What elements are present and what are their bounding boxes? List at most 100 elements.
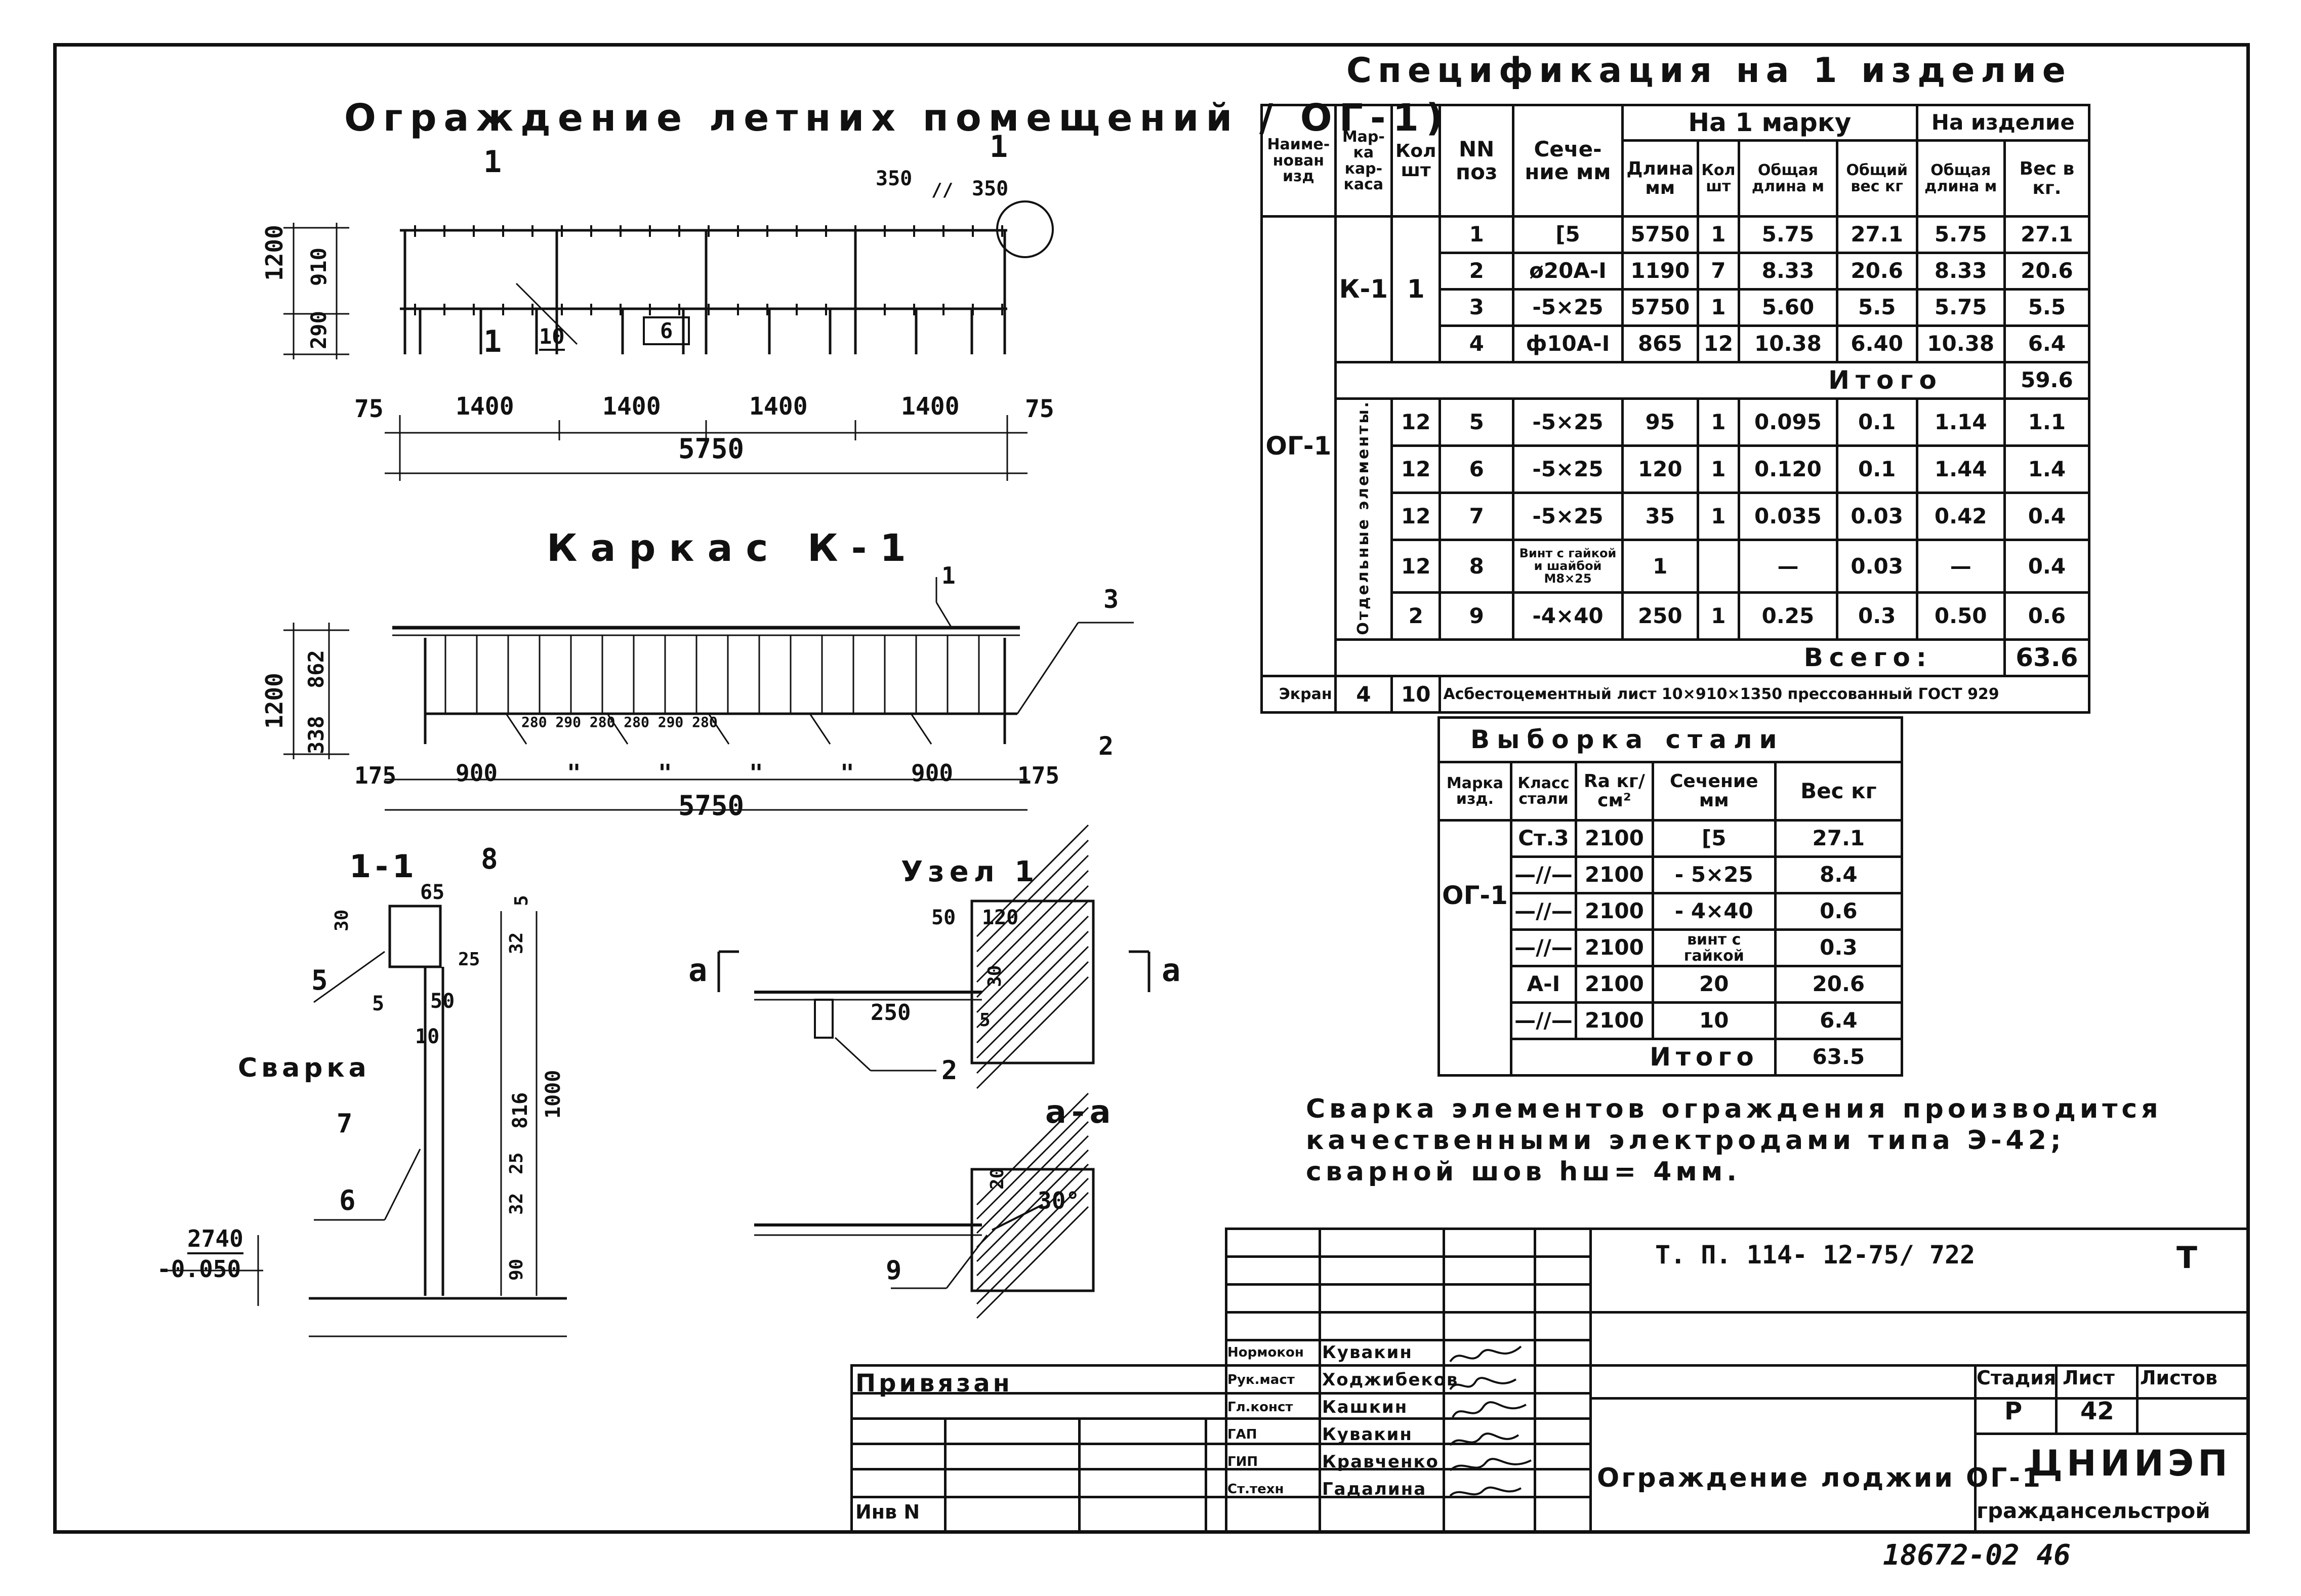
- steel-sec: [5: [1651, 819, 1777, 858]
- spec-iw: 0.4: [2003, 492, 2091, 542]
- spec-iw: 1.4: [2003, 444, 2091, 495]
- spec-iw: 6.4: [2003, 324, 2091, 363]
- doc-letter: Т: [2176, 1240, 2197, 1276]
- spec-cnt: 12: [1696, 324, 1741, 363]
- plan-dim: 1400: [456, 392, 514, 421]
- names-column: Кувакин Ходжибеков Кашкин Кувакин Кравче…: [1322, 1339, 1457, 1503]
- spec-title: Спецификация на 1 изделие: [1346, 51, 2072, 91]
- spec-ilen: 8.33: [1915, 252, 2006, 291]
- spec-frame-qty: 1: [1390, 215, 1442, 363]
- roles-column: Нормокон Рук.маст Гл.конст ГАП ГИП Ст.те…: [1227, 1339, 1319, 1503]
- spec-len: 1190: [1621, 252, 1699, 291]
- section-pos-7: 7: [337, 1109, 353, 1139]
- steel-ra: 2100: [1575, 819, 1654, 858]
- spec-cnt: 1: [1696, 397, 1741, 447]
- spec-head-item-len: Общая длина м: [1915, 139, 2006, 218]
- frame-anchor: [708, 713, 730, 745]
- frame-bars: [444, 635, 980, 745]
- spec-len: 250: [1621, 591, 1699, 641]
- spec-cnt: 1: [1696, 492, 1741, 542]
- steel-weight: 0.6: [1774, 892, 1904, 931]
- sheet-value: 42: [2080, 1397, 2114, 1425]
- node-dim: 250: [871, 1000, 911, 1026]
- section-dim: 90: [506, 1258, 527, 1281]
- plan-total-dim: 5750: [678, 433, 745, 465]
- section-dim: 32: [506, 932, 527, 954]
- spec-iw: 27.1: [2003, 215, 2091, 254]
- spec-ilen: 10.38: [1915, 324, 2006, 363]
- spec-sec: ф10A-I: [1512, 324, 1624, 363]
- spec-itogo-label: Итого: [1334, 361, 2006, 400]
- hatch-line: [976, 1135, 1089, 1248]
- spec-tlen: —: [1738, 539, 1838, 594]
- spec-iw: 20.6: [2003, 252, 2091, 291]
- person-name: Кравченко: [1322, 1452, 1439, 1472]
- spec-len: 1: [1621, 539, 1699, 594]
- node-dim: 5: [979, 1010, 991, 1031]
- spec-pos: 3: [1439, 288, 1515, 327]
- spec-tw: 20.6: [1835, 252, 1918, 291]
- frame-dim: 862: [304, 650, 328, 688]
- main-title: Ограждение летних помещений / ОГ-1): [344, 96, 1450, 140]
- node-mark: 1: [990, 129, 1008, 165]
- steel-total-label: Итого: [1509, 1038, 1777, 1077]
- steel-sec: 20: [1651, 965, 1777, 1004]
- plan-dim: 75: [354, 395, 384, 423]
- frame-dim: 175: [1017, 762, 1060, 789]
- section-dim: 65: [420, 881, 445, 904]
- spec-tlen: 5.75: [1738, 215, 1838, 254]
- spec-separate-label: Отдельные элементы.: [1334, 397, 1393, 641]
- spec-cnt: 1: [1696, 444, 1741, 495]
- spec-sec: -5×25: [1512, 288, 1624, 327]
- steel-sec: - 5×25: [1651, 855, 1777, 894]
- spec-head-mark: Мар-ка кар-каса: [1334, 104, 1393, 218]
- section-dim: 5: [511, 895, 532, 906]
- spec-tlen: 0.095: [1738, 397, 1838, 447]
- signatures: [1449, 1345, 1532, 1497]
- plan-dim: 910: [306, 248, 331, 286]
- node-pos-2: 2: [941, 1055, 958, 1086]
- archive-number: 18672-02 46: [1883, 1539, 2071, 1572]
- spec-sep-qty: 12: [1390, 539, 1442, 594]
- frame-dim: 900: [456, 759, 498, 787]
- spec-head-item-w: Вес в кг.: [2003, 139, 2091, 218]
- frame-title: Каркас К-1: [547, 526, 919, 570]
- plan-dim: 1400: [901, 392, 960, 421]
- steel-head-mark: Марка изд.: [1437, 761, 1512, 822]
- steel-title: Выборка стали: [1437, 716, 1903, 763]
- spec-pos: 2: [1439, 252, 1515, 291]
- spec-head-length: Длина мм: [1621, 139, 1699, 218]
- plan-dim: 290: [306, 311, 331, 349]
- frame-dim: 900: [911, 759, 954, 787]
- spec-sec: -4×40: [1512, 591, 1624, 641]
- node-dim: 30: [984, 965, 1005, 987]
- spec-sec: Винт с гайкой и шайбой M8×25: [1512, 539, 1624, 594]
- spec-vsego-value: 63.6: [2003, 638, 2091, 678]
- spec-len: 95: [1621, 397, 1699, 447]
- spec-tw: 0.1: [1835, 444, 1918, 495]
- aa-title: а-а: [1045, 1093, 1116, 1130]
- person-name: Кувакин: [1322, 1424, 1413, 1445]
- frame-dim: ": [840, 759, 854, 787]
- frame-anchor: [505, 713, 527, 745]
- spec-item-name: ОГ-1: [1260, 215, 1337, 678]
- steel-ra: 2100: [1575, 892, 1654, 931]
- hatch-line: [976, 1177, 1089, 1291]
- node-title: Узел 1: [901, 855, 1040, 888]
- callout-10: 10: [539, 324, 565, 351]
- frame-dim: ": [567, 759, 581, 787]
- spec-head-total-w: Общий вес кг: [1835, 139, 1918, 218]
- frame-anchor: [910, 713, 932, 745]
- person-name: Кувакин: [1322, 1342, 1413, 1363]
- spec-tlen: 0.120: [1738, 444, 1838, 495]
- aa-pos-9: 9: [886, 1255, 902, 1286]
- spec-head-section: Сече-ние мм: [1512, 104, 1624, 218]
- spec-sec: -5×25: [1512, 492, 1624, 542]
- spec-tw: 6.40: [1835, 324, 1918, 363]
- hatch-line: [976, 900, 1089, 1013]
- spec-tlen: 0.035: [1738, 492, 1838, 542]
- org-subname: гражданcельстрой: [1977, 1498, 2210, 1523]
- frame-total-dim: 5750: [678, 790, 745, 822]
- spec-screen-qty: 4: [1334, 675, 1393, 714]
- spec-tw: 0.03: [1835, 492, 1918, 542]
